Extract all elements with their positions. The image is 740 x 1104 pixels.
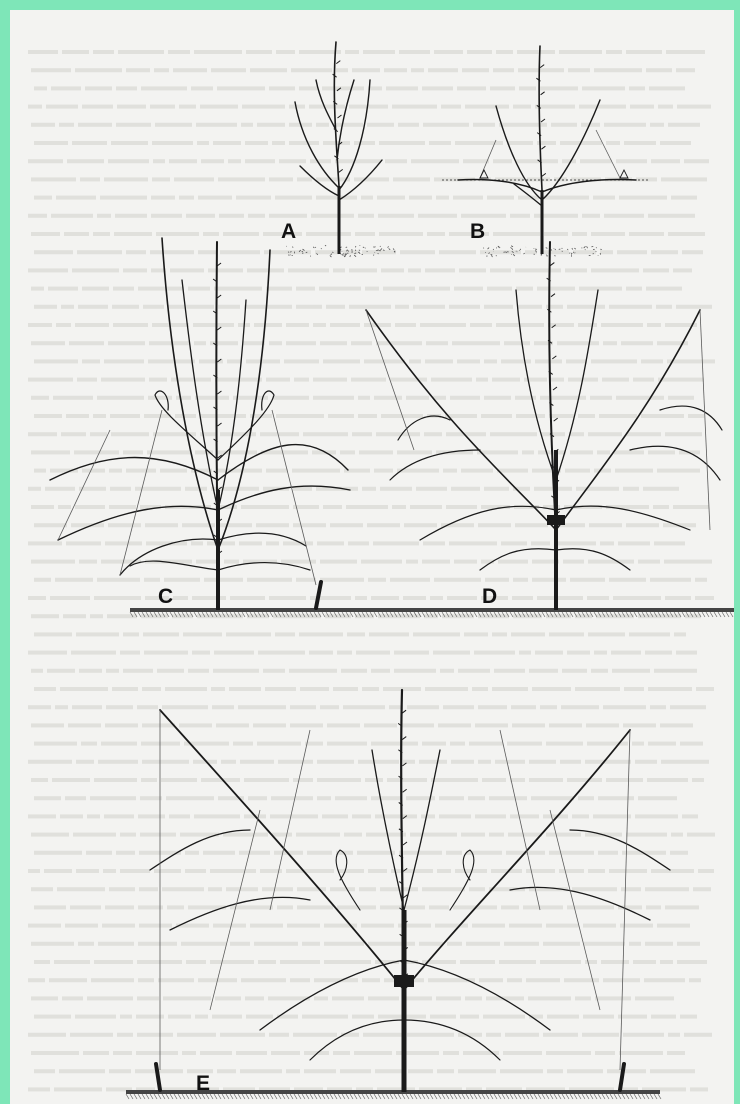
branch [570,830,670,870]
branch [160,710,404,990]
branch [216,242,218,570]
branch [404,960,550,1030]
branch [336,850,360,910]
branch [218,533,306,546]
branch [150,830,250,870]
branch [170,897,310,930]
branch [310,1020,404,1060]
stake [156,1064,160,1090]
branch [480,549,556,570]
branch [120,539,218,575]
label-c: C [158,585,173,609]
branch [404,750,440,910]
branch [260,960,404,1030]
tree-e [126,690,670,1099]
ground-hatch [130,612,421,617]
branch [542,100,600,200]
label-a: A [281,220,296,244]
tie-string [500,730,540,910]
branch [218,300,246,510]
branch [542,180,636,193]
branch [398,416,450,440]
branch [218,391,274,460]
stake [620,1064,624,1090]
tie-string [596,130,620,178]
branch [130,561,218,570]
tree-c [50,238,421,617]
branch [496,106,542,200]
branch [337,80,354,160]
branch [556,310,700,530]
tie-string [366,310,414,450]
tie-string [272,410,316,585]
tie-string [120,410,162,575]
branch [390,450,480,480]
tie-string [550,810,600,1010]
tie-marker [480,170,628,178]
label-e: E [196,1072,210,1096]
branch [162,238,218,550]
tree-training-illustration [10,10,734,1104]
tie-string [270,730,310,910]
branch [420,506,556,540]
branch [366,310,556,530]
branch [339,80,370,190]
branch [218,563,310,571]
branch [556,549,630,570]
branch [556,290,598,480]
label-d: D [482,585,497,609]
branch [404,730,630,990]
branch [404,1020,500,1060]
ground-line [130,608,420,612]
branch [316,80,336,130]
branch [300,166,339,196]
ground-line [410,608,734,612]
branch [218,445,348,480]
branch [660,406,722,430]
branch [58,506,218,540]
branch [556,506,690,530]
tie-string [58,430,110,540]
ground-hatch [410,612,733,617]
branch [450,850,474,910]
branch [155,391,218,460]
label-b: B [470,220,485,244]
branch [182,280,218,510]
tie-string [700,310,710,530]
stake [316,582,321,608]
illustration-page: A B C D E [10,10,734,1104]
branch [295,102,339,188]
tie-string [620,730,630,1070]
branch [372,750,404,910]
tree-a [286,42,395,257]
branch [510,887,650,920]
tree-d [366,242,734,617]
